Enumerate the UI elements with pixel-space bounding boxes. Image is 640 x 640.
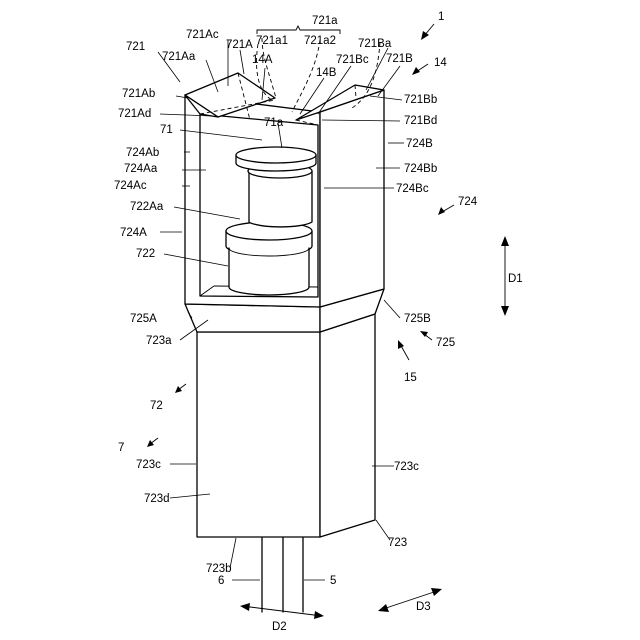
label-723b: 723b <box>206 563 232 575</box>
label-721B: 721B <box>386 53 413 65</box>
lower-body <box>197 314 375 537</box>
label-725: 725 <box>436 337 455 349</box>
label-721Ac: 721Ac <box>186 29 219 41</box>
brace-721a <box>257 26 340 34</box>
label-6: 6 <box>218 575 224 587</box>
label-724Ac: 724Ac <box>114 180 147 192</box>
label-D2: D2 <box>272 621 287 633</box>
label-721a2: 721a2 <box>304 35 336 47</box>
label-5: 5 <box>330 575 336 587</box>
label-D1: D1 <box>508 273 523 285</box>
label-723c-right: 723c <box>394 461 419 473</box>
label-724A: 724A <box>120 227 147 239</box>
label-721Bc: 721Bc <box>336 54 369 66</box>
label-724Bb: 724Bb <box>404 163 437 175</box>
label-724B: 724B <box>406 138 433 150</box>
label-7: 7 <box>118 442 124 454</box>
arrow-D2 <box>240 603 324 619</box>
label-1: 1 <box>438 11 444 23</box>
wires <box>262 538 303 612</box>
disc-71 <box>236 147 316 171</box>
label-725B: 725B <box>404 313 431 325</box>
label-71a: 71a <box>264 117 284 129</box>
label-723c-left: 723c <box>136 459 161 471</box>
arrow-D3 <box>378 588 442 612</box>
label-721A: 721A <box>226 39 253 51</box>
cylinder-722 <box>226 222 312 295</box>
label-722: 722 <box>136 248 155 260</box>
label-722Aa: 722Aa <box>130 201 164 213</box>
label-723: 723 <box>388 537 407 549</box>
label-721Bb: 721Bb <box>404 94 437 106</box>
label-721Aa: 721Aa <box>162 51 196 63</box>
label-721Bd: 721Bd <box>404 115 437 127</box>
label-721Ab: 721Ab <box>122 88 155 100</box>
label-14: 14 <box>434 57 447 69</box>
label-14B: 14B <box>316 67 337 79</box>
label-721a1: 721a1 <box>256 35 288 47</box>
label-15: 15 <box>404 372 417 384</box>
neck-722Aa <box>248 164 312 227</box>
label-721Ba: 721Ba <box>358 38 392 50</box>
label-724Aa: 724Aa <box>124 163 158 175</box>
label-723d: 723d <box>144 493 170 505</box>
label-D3: D3 <box>416 601 431 613</box>
label-71: 71 <box>160 124 173 136</box>
label-723a: 723a <box>146 335 172 347</box>
label-14A: 14A <box>252 54 273 66</box>
label-725A: 725A <box>130 313 157 325</box>
label-72: 72 <box>150 400 163 412</box>
label-721Ad: 721Ad <box>118 108 151 120</box>
label-724: 724 <box>458 196 478 208</box>
label-724Bc: 724Bc <box>396 183 429 195</box>
label-721: 721 <box>126 41 145 53</box>
label-721a: 721a <box>312 15 338 27</box>
label-724Ab: 724Ab <box>126 147 159 159</box>
